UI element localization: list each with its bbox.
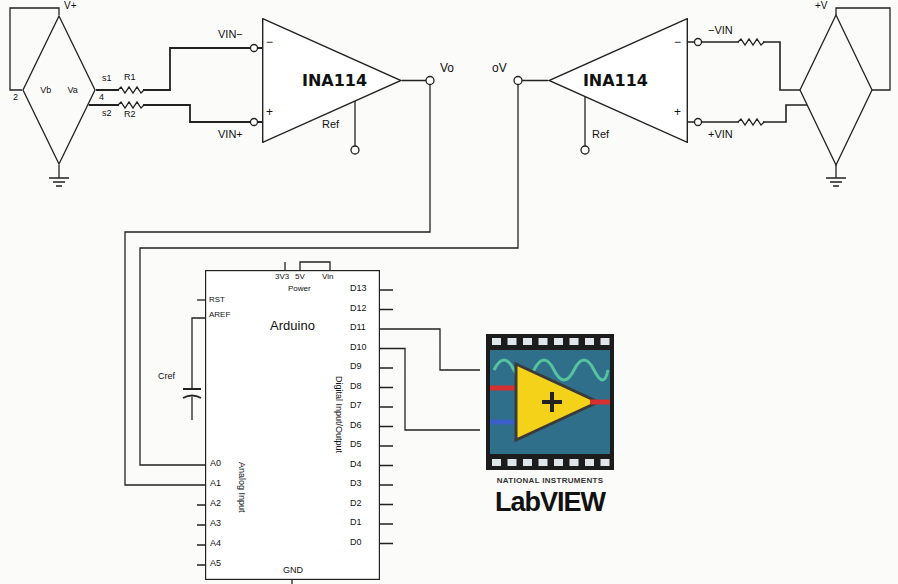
ground-symbol: [49, 165, 69, 186]
resistor-symbol: [118, 86, 144, 109]
component-label: s2: [102, 109, 112, 119]
signal-label: +: [674, 106, 681, 119]
signal-label: 4: [99, 93, 104, 103]
supply-wire: [10, 8, 59, 90]
signal-label: Vo: [440, 62, 454, 75]
pin-label: A2: [210, 499, 221, 509]
input-terminal: [251, 45, 258, 52]
ref-wire: [584, 97, 585, 146]
component-label: s1: [102, 74, 112, 84]
pin-label: D0: [350, 538, 362, 548]
output-terminal: [426, 77, 434, 85]
bridge-diamond: [800, 15, 872, 165]
wire-connector: [380, 329, 480, 430]
pin-label: D8: [350, 382, 362, 392]
node-label: Arduino: [270, 318, 315, 580]
pin-label: A5: [210, 559, 221, 569]
pin-label: A4: [210, 539, 221, 549]
pin-label: D13: [350, 284, 367, 294]
wire-connector: [89, 48, 262, 122]
amplifier-triangle: INA114: [548, 18, 688, 143]
ref-terminal: [581, 146, 589, 154]
pin-label: D5: [350, 440, 362, 450]
pin-label: D6: [350, 421, 362, 431]
node-shape: [22, 15, 96, 165]
reset-pin: [197, 299, 205, 300]
node-label: Vb: [40, 85, 51, 95]
pin-label: GND: [283, 566, 303, 576]
section-label: Digital Input/Output: [333, 376, 343, 453]
signal-label: Ref: [592, 128, 609, 140]
pin-label: Vin: [322, 273, 333, 282]
signal-label: V+: [64, 0, 77, 11]
wire-path: [380, 329, 480, 430]
node-label: LabVIEW: [495, 487, 605, 518]
node-label: NATIONAL INSTRUMENTS: [497, 476, 604, 485]
signal-label: oV: [492, 62, 507, 75]
supply-wire: [836, 8, 890, 90]
ref-terminal: [351, 146, 359, 154]
input-terminal: [251, 119, 258, 126]
resistor-symbol: [738, 38, 764, 126]
pin-label: A0: [210, 459, 221, 469]
component-label: R2: [124, 110, 136, 120]
pin-label: 3V3: [275, 273, 289, 282]
signal-label: +V: [815, 0, 828, 11]
signal-label: +: [266, 106, 273, 119]
pin-label: A1: [210, 479, 221, 489]
pin-label: D7: [350, 401, 362, 411]
input-terminal: [695, 39, 702, 46]
labview-logo: NATIONAL INSTRUMENTS LabVIEW: [480, 330, 620, 528]
pin-label: D4: [350, 460, 362, 470]
section-label: Analog Input: [236, 462, 246, 513]
pin-label: D11: [350, 323, 366, 333]
section-label: Power: [288, 285, 311, 294]
node-label: Va: [67, 85, 77, 95]
pin-label: D2: [350, 499, 362, 509]
pin-label: D9: [350, 362, 362, 372]
input-wire: [688, 42, 800, 90]
component-label: Cref: [158, 372, 175, 382]
ref-wire: [354, 101, 355, 146]
signal-label: −: [266, 36, 273, 49]
signal-label: Ref: [322, 118, 339, 130]
component-label: R1: [124, 73, 136, 83]
signal-label: −VIN: [708, 24, 733, 36]
pin-label: A3: [210, 519, 221, 529]
ground-symbol: [826, 165, 846, 186]
signal-label: −: [674, 36, 681, 49]
power-pins: [285, 262, 330, 270]
capacitor-symbol: [183, 389, 201, 398]
pin-label: D3: [350, 479, 362, 489]
node-label: INA114: [583, 71, 648, 90]
pin-label: RST: [209, 296, 225, 305]
gnd-pin: [291, 580, 292, 584]
pin-label: D12: [350, 304, 367, 314]
aref-wire: [192, 318, 205, 420]
node-label: INA114: [302, 71, 367, 90]
signal-label: 2: [13, 93, 18, 103]
pin-label: D1: [350, 518, 362, 528]
input-terminal: [695, 119, 702, 126]
signal-label: +VIN: [708, 128, 733, 140]
signal-label: VIN+: [218, 128, 243, 140]
output-terminal: [514, 77, 522, 85]
pin-label: AREF: [209, 311, 230, 320]
signal-label: VIN−: [218, 28, 243, 40]
pin-label: D10: [350, 343, 367, 353]
bridge-diamond: Vb Va: [22, 15, 96, 165]
pin-label: 5V: [295, 273, 305, 282]
wire-path: [89, 48, 262, 122]
